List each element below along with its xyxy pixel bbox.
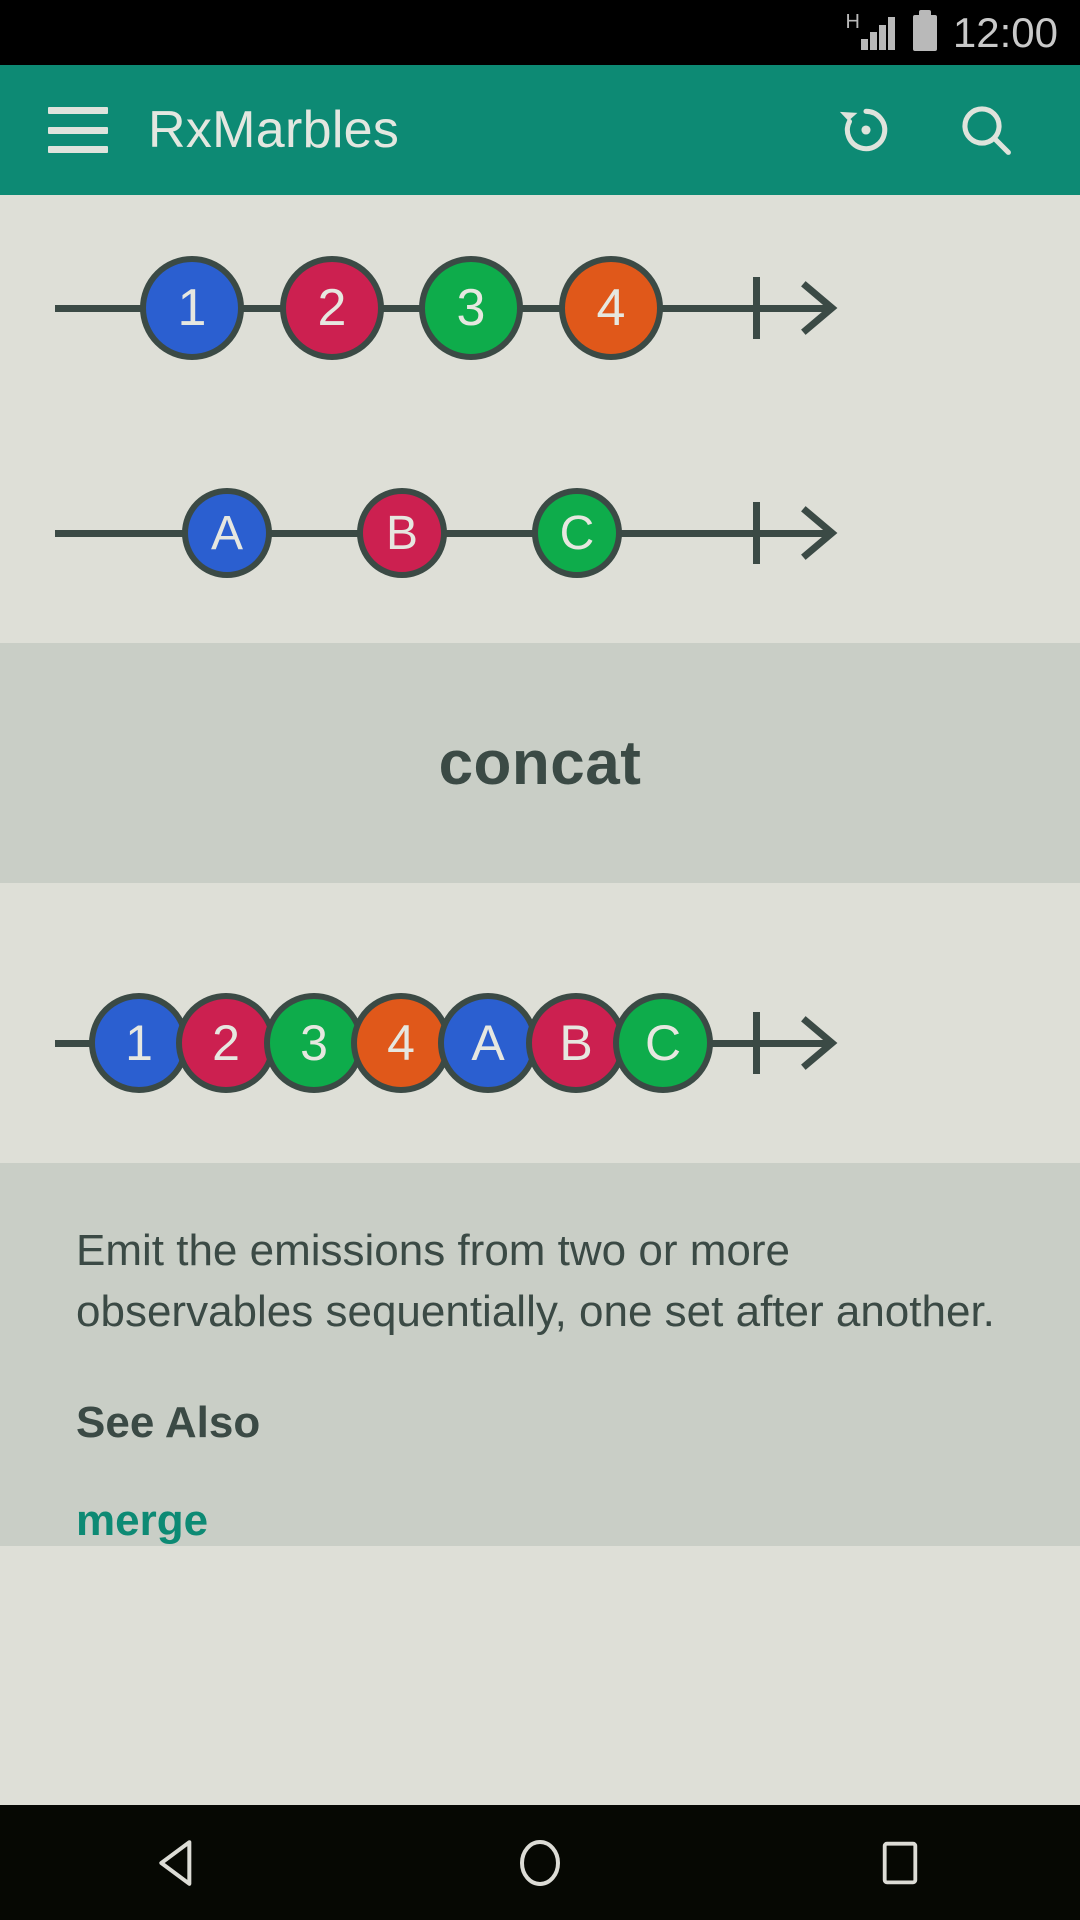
- back-triangle-icon[interactable]: [120, 1805, 240, 1920]
- marble-A[interactable]: A: [182, 488, 272, 578]
- marble-3[interactable]: 3: [419, 256, 523, 360]
- timeline-arrow-icon: [801, 1016, 838, 1070]
- page-title: RxMarbles: [148, 101, 400, 159]
- marble-B: B: [526, 993, 626, 1093]
- search-icon[interactable]: [954, 98, 1018, 162]
- android-nav-bar: [0, 1805, 1080, 1920]
- see-also-heading: See Also: [76, 1398, 261, 1448]
- operator-description: Emit the emissions from two or more obse…: [76, 1226, 995, 1336]
- completion-marker: [753, 1012, 760, 1074]
- timeline-arrow-icon: [801, 506, 838, 560]
- status-bar: H 12:00: [0, 0, 1080, 65]
- see-also-link-merge[interactable]: merge: [76, 1496, 209, 1546]
- network-type-label: H: [845, 11, 860, 33]
- battery-full-icon: [912, 9, 937, 51]
- completion-marker: [753, 277, 760, 339]
- marble-2[interactable]: 2: [280, 256, 384, 360]
- home-circle-icon[interactable]: [480, 1805, 600, 1920]
- description-section: Emit the emissions from two or more obse…: [0, 1163, 1080, 1547]
- clock-label: 12:00: [952, 8, 1058, 56]
- marble-4: 4: [351, 993, 451, 1093]
- marble-1[interactable]: 1: [140, 256, 244, 360]
- operator-name: concat: [438, 728, 642, 798]
- recents-square-icon[interactable]: [840, 1805, 960, 1920]
- restore-rotate-left-icon[interactable]: [834, 98, 898, 162]
- marble-A: A: [438, 993, 538, 1093]
- hamburger-menu-icon[interactable]: [48, 107, 108, 153]
- marble-3: 3: [264, 993, 364, 1093]
- marble-C[interactable]: C: [532, 488, 622, 578]
- marble-2: 2: [176, 993, 276, 1093]
- completion-marker: [753, 502, 760, 564]
- app-bar-actions: [834, 98, 1018, 162]
- signal-bars-icon: [860, 16, 899, 50]
- timeline-arrow-icon: [801, 281, 838, 335]
- marble-B[interactable]: B: [357, 488, 447, 578]
- app-bar: RxMarbles: [0, 65, 1080, 195]
- operator-band: concat: [0, 643, 1080, 883]
- marble-C: C: [613, 993, 713, 1093]
- marble-1: 1: [89, 993, 189, 1093]
- marble-4[interactable]: 4: [559, 256, 663, 360]
